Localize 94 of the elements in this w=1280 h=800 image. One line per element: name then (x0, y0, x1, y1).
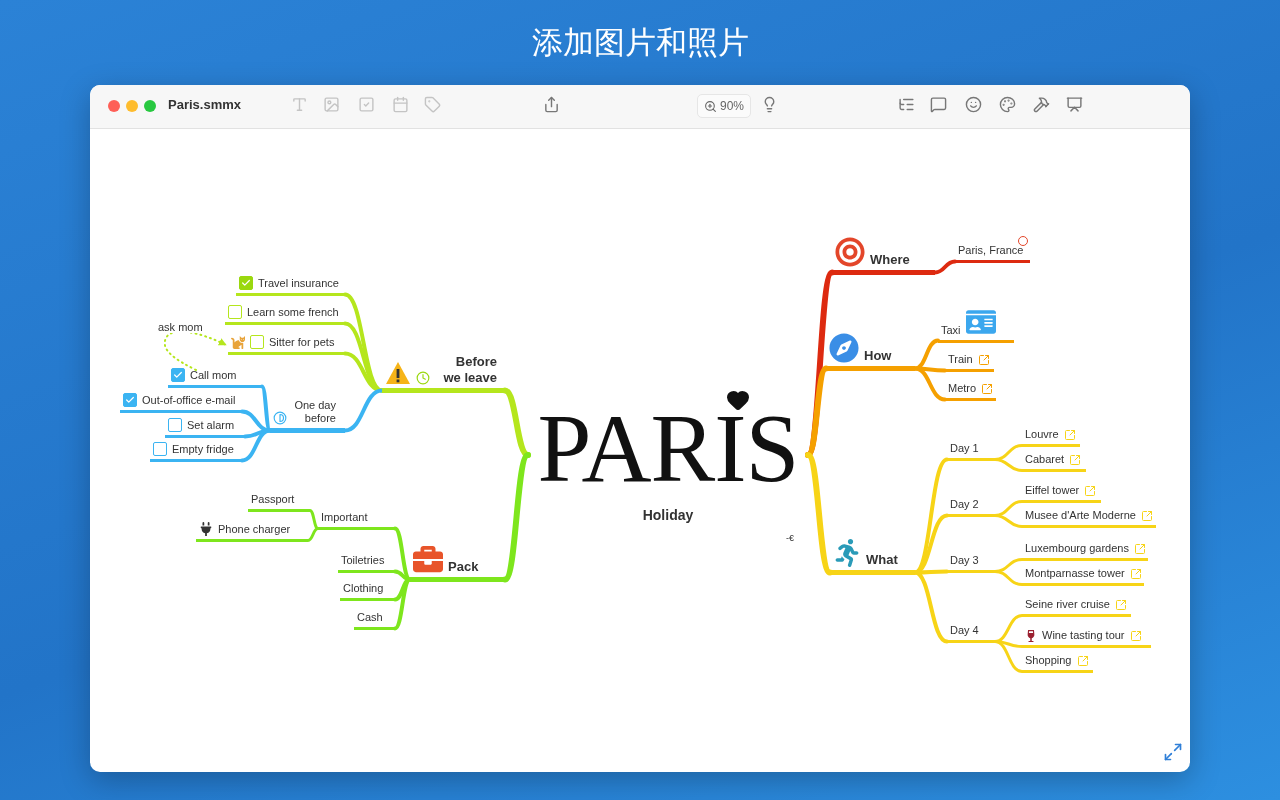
topic-text: Where (870, 251, 910, 268)
branch-line (805, 452, 833, 576)
topic (270, 399, 345, 433)
topic (318, 512, 395, 530)
subtitle-text: Holiday (642, 507, 694, 523)
topic-text: Cabaret (1025, 453, 1065, 467)
branch-line (913, 569, 949, 575)
topic-text: Travel insurance (258, 277, 339, 291)
topic-text: Out-of-office e-mail (142, 394, 236, 408)
branch-line (913, 366, 947, 402)
topic (947, 499, 995, 517)
topic-text: Empty fridge (172, 443, 234, 457)
branch-line (913, 570, 949, 644)
topic (1022, 485, 1101, 503)
branch-line (933, 259, 957, 275)
branch-line (993, 640, 1024, 673)
topic-text: Clothing (343, 582, 384, 596)
topic-text: Set alarm (187, 419, 235, 433)
topic-text: Train (948, 353, 973, 367)
topic-text: Taxi (941, 324, 961, 338)
topic-text: Montparnasse tower (1025, 567, 1125, 581)
branch-line (993, 514, 1024, 528)
topic-text: Eiffel tower (1025, 484, 1080, 498)
file-name: Paris.smmx (168, 97, 241, 112)
topic (225, 307, 345, 325)
topic (1022, 510, 1156, 528)
topic-text: Learn some french (247, 306, 339, 320)
branch-line (343, 388, 384, 433)
topic-text: Day 4 (950, 624, 979, 638)
topic (248, 494, 310, 512)
topic (120, 395, 242, 413)
topic (947, 625, 995, 643)
topic-text: Cash (357, 611, 383, 625)
topic (947, 555, 995, 573)
topic-text: Day 1 (950, 442, 979, 456)
topic-text: Seine river cruise (1025, 598, 1110, 612)
edge-label: ask mom (158, 321, 203, 333)
topic (945, 354, 994, 372)
topic-text: Paris, France (958, 244, 1024, 258)
topic (354, 612, 395, 630)
topic-text: Day 3 (950, 554, 979, 568)
topic (165, 420, 245, 438)
topic-text: Before we leave (442, 353, 497, 386)
branch-line (805, 365, 829, 458)
topic-text: Pack (448, 558, 479, 575)
topic-text: Important (321, 511, 368, 525)
topic (955, 245, 1030, 263)
branch-line (306, 527, 320, 542)
topic (236, 278, 345, 296)
branch-line (502, 452, 531, 583)
title-text: PARIS (537, 400, 799, 497)
topic-text: Toiletries (341, 554, 385, 568)
topic-text: Call mom (190, 369, 237, 383)
topic (938, 313, 1014, 343)
topic-text: Sitter for pets (269, 336, 335, 350)
dotted-arrow (163, 330, 227, 371)
topic (832, 235, 935, 275)
topic-text: Phone charger (218, 523, 291, 537)
topic (1022, 599, 1131, 617)
topic-text: Luxembourg gardens (1025, 542, 1129, 556)
branch-line (993, 570, 1024, 586)
topic (945, 383, 996, 401)
topic (338, 555, 395, 573)
topic-text: Day 2 (950, 498, 979, 512)
topic-text: Shopping (1025, 654, 1072, 668)
topic (1022, 543, 1148, 561)
note-text: -€ (786, 533, 794, 543)
page-title: 添加图片和照片 (530, 23, 750, 62)
topic (196, 524, 308, 542)
topic (228, 337, 345, 355)
branch-line (240, 409, 272, 433)
topic (826, 331, 915, 371)
topic-text: How (864, 347, 892, 364)
topic-text: Wine tasting tour (1042, 629, 1125, 643)
topic (1022, 655, 1093, 673)
branch-line (343, 351, 384, 393)
topic (947, 443, 995, 461)
topic-text: Musee d'Arte Moderne (1025, 509, 1136, 523)
topic-text: What (866, 551, 898, 568)
topic (1022, 429, 1080, 447)
topic (168, 370, 262, 388)
topic-text: Metro (948, 382, 977, 396)
topic (150, 444, 242, 462)
zoom-control: 90% (697, 94, 752, 118)
branch-line (393, 569, 412, 582)
topic (340, 583, 395, 601)
topic-text: One day before (293, 398, 336, 426)
topic-text: Louvre (1025, 428, 1059, 442)
topic-text: Passport (251, 493, 295, 507)
branch-line (308, 509, 320, 530)
topic (1022, 630, 1151, 648)
branch-line (993, 458, 1024, 472)
topic (1022, 568, 1144, 586)
topic (1022, 454, 1086, 472)
